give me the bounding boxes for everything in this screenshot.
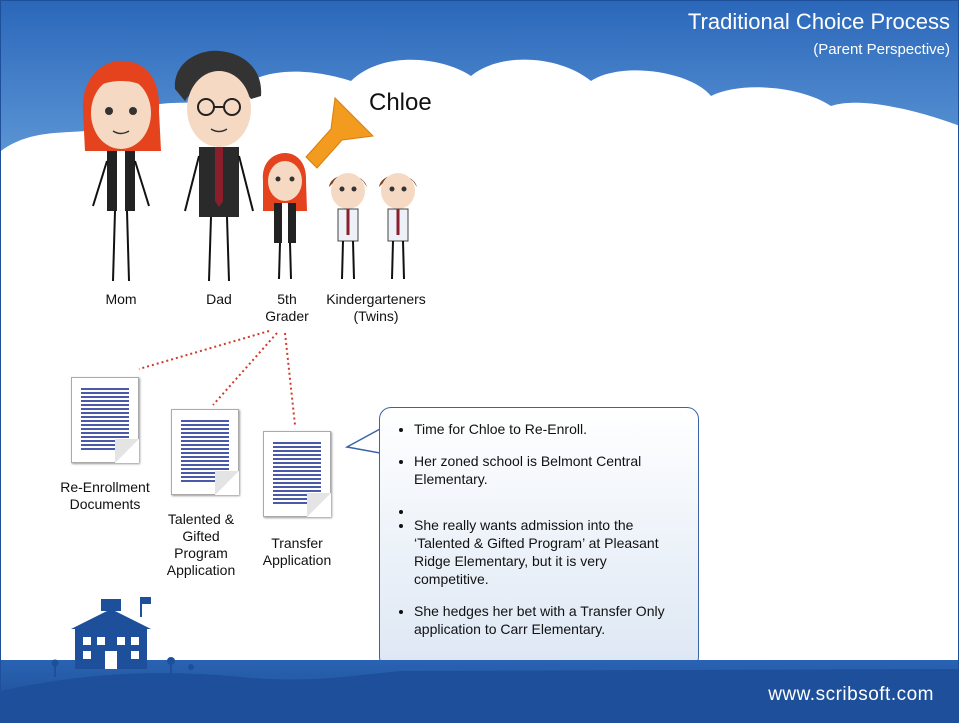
label-line: Talented & (167, 511, 235, 527)
callout-bullet-list: Time for Chloe to Re-Enroll. Her zoned s… (398, 420, 684, 638)
label-line: Application (166, 562, 236, 578)
label-line: Kindergarteners (326, 291, 426, 307)
chloe-figure (262, 153, 307, 280)
family-illustration (82, 50, 417, 282)
transfer-document-icon (263, 431, 331, 517)
family-label-kindergarteners: Kindergarteners (Twins) (315, 291, 437, 325)
info-callout: Time for Chloe to Re-Enroll. Her zoned s… (379, 407, 699, 669)
label-line: Grader (265, 308, 309, 324)
doc-label-transfer: Transfer Application (251, 535, 343, 569)
label-line: Re-Enrollment (60, 479, 150, 495)
family-label-mom: Mom (105, 291, 137, 307)
child-name-label: Chloe (369, 89, 432, 116)
sky-cloud-background (1, 1, 958, 201)
dad-figure (174, 50, 262, 282)
label-line: Transfer (271, 535, 323, 551)
label-line: Application (262, 552, 332, 568)
label-line: Program (174, 545, 228, 561)
reenrollment-document-icon (71, 377, 139, 463)
doc-label-reenrollment: Re-Enrollment Documents (45, 479, 165, 513)
family-label-5th-grader: 5th Grader (261, 291, 313, 325)
label-line: (Twins) (353, 308, 399, 324)
slide-subtitle: (Parent Perspective) (813, 41, 950, 58)
label-line: Gifted (182, 528, 220, 544)
doc-label-talented-gifted: Talented & Gifted Program Application (151, 511, 251, 579)
footer-url: www.scribsoft.com (768, 684, 934, 705)
twin-boy-figure-2 (379, 173, 417, 280)
talented-gifted-document-icon (171, 409, 239, 495)
slide-title: Traditional Choice Process (687, 9, 950, 34)
family-label-dad: Dad (206, 291, 232, 307)
label-line: Documents (69, 496, 141, 512)
callout-bullet: She really wants admission into the ‘Tal… (414, 516, 684, 588)
twin-boy-figure-1 (329, 173, 367, 280)
mom-figure (82, 60, 161, 282)
arrow-icon (305, 96, 375, 169)
callout-bullet: Her zoned school is Belmont Central Elem… (414, 452, 684, 488)
label-line: 5th (277, 291, 297, 307)
callout-bullet: Time for Chloe to Re-Enroll. (414, 420, 684, 438)
callout-bullet: She hedges her bet with a Transfer Only … (414, 602, 684, 638)
